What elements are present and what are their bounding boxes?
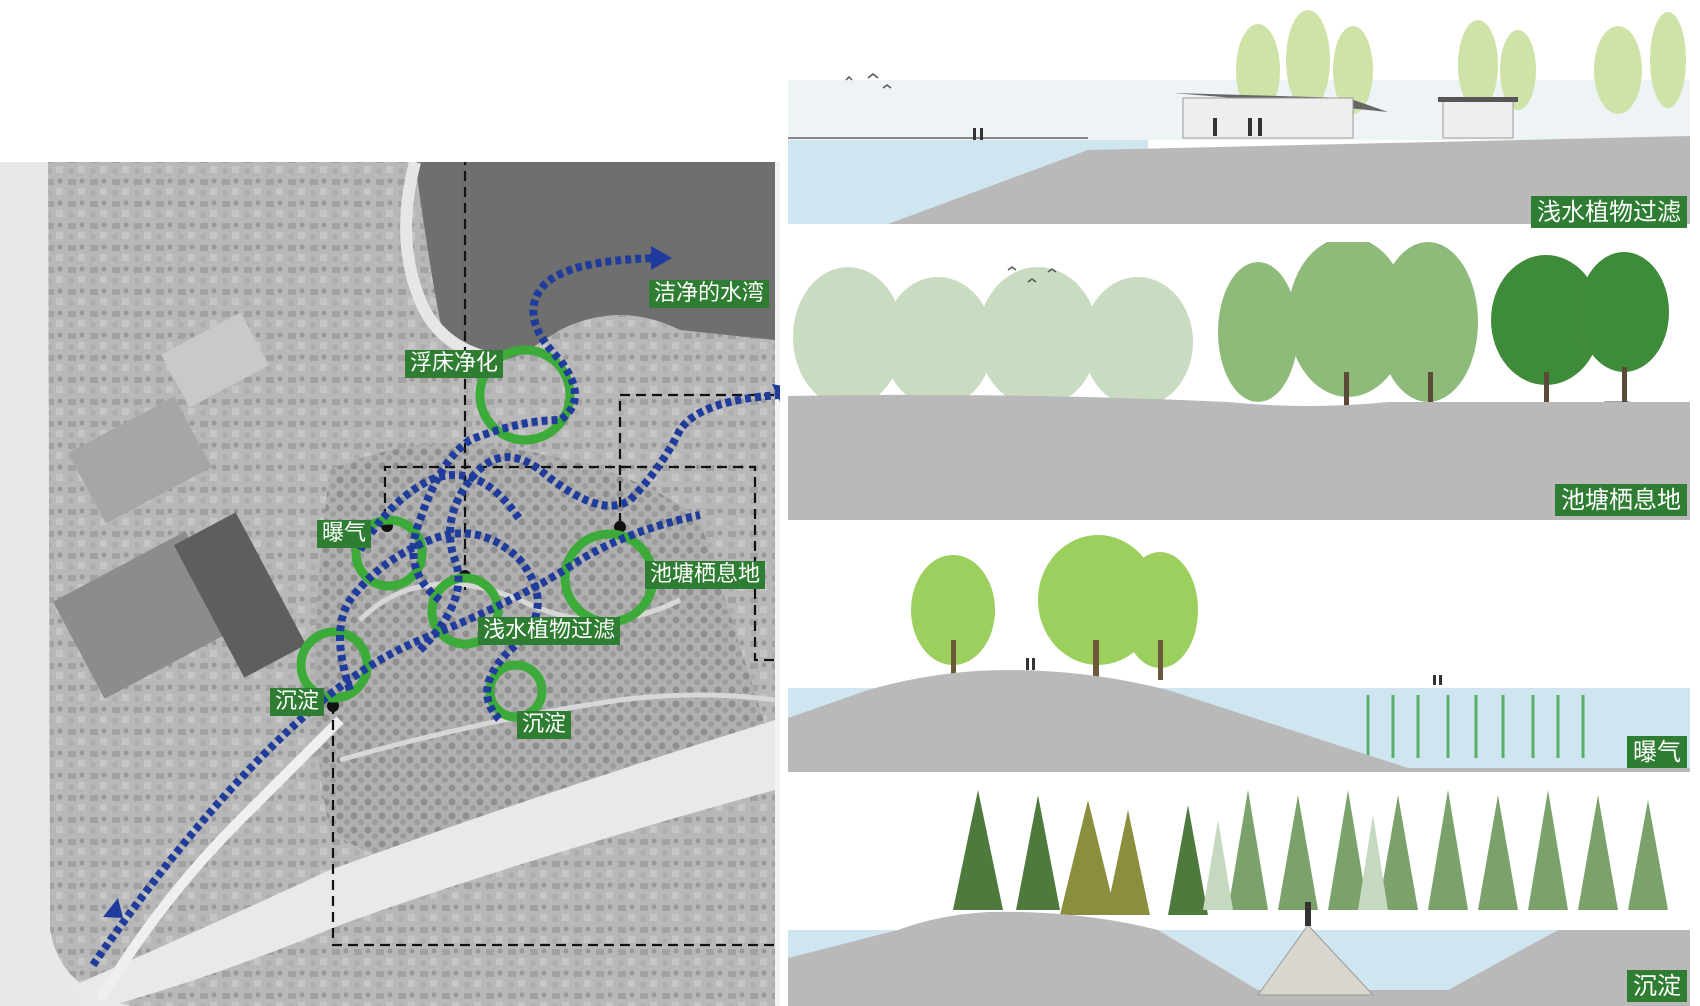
shallow-filter-ring [427, 573, 503, 649]
section-cut-lines [331, 162, 780, 947]
section-sediment: 沉淀 [788, 780, 1690, 1006]
park-area [315, 443, 770, 862]
flow-arrowheads [103, 246, 780, 918]
section-label: 池塘栖息地 [1555, 484, 1687, 516]
sediment-ring-left [296, 627, 372, 703]
cut-point [327, 700, 339, 712]
section-pond-habitat-graphic [788, 242, 1690, 520]
aeration-ring [351, 515, 427, 591]
water [1158, 930, 1558, 990]
cut-point [614, 521, 626, 533]
section-sediment-graphic [788, 780, 1690, 1006]
ground [788, 911, 1690, 1006]
section-label: 沉淀 [1627, 970, 1687, 1002]
ground [788, 670, 1690, 772]
bay-water [415, 162, 775, 363]
label-sediment-center: 沉淀 [517, 711, 572, 739]
label-sediment-left: 沉淀 [270, 688, 325, 716]
section-aeration: 曝气 [788, 530, 1690, 772]
section-aeration-graphic [788, 530, 1690, 772]
road [75, 720, 775, 1006]
label-floating-bed: 浮床净化 [405, 350, 504, 378]
label-pond-habitat: 池塘栖息地 [645, 561, 766, 589]
ground [788, 136, 1690, 224]
section-pond-habitat: 池塘栖息地 [788, 242, 1690, 520]
section-label: 曝气 [1627, 736, 1687, 768]
label-clean-bay: 洁净的水湾 [649, 280, 770, 308]
section-shallow-filter: 浅水植物过滤 [788, 0, 1690, 232]
stone-pyramid [1257, 924, 1375, 996]
label-shallow-filter: 浅水植物过滤 [478, 617, 621, 645]
label-aeration: 曝气 [317, 520, 372, 548]
ground [788, 394, 1690, 520]
floating-bed-ring [475, 345, 575, 445]
water-flow-path [89, 254, 780, 968]
section-shallow-filter-graphic [788, 0, 1690, 232]
section-label: 浅水植物过滤 [1531, 196, 1687, 228]
site-plan: 洁净的水湾 浮床净化 曝气 池塘栖息地 浅水植物过滤 沉淀 沉淀 [0, 162, 780, 1006]
